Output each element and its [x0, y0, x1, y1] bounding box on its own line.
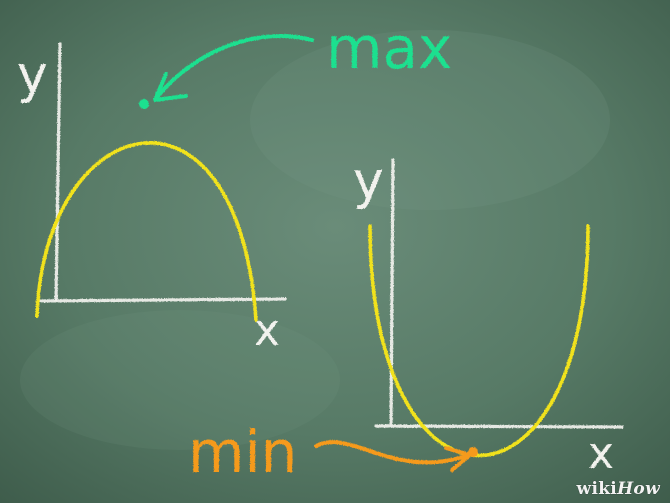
left-graph: y x [17, 42, 287, 356]
watermark-how: How [617, 479, 660, 499]
min-arrow-shaft [314, 440, 468, 465]
left-y-label: y [17, 45, 48, 105]
left-parabola [35, 141, 258, 322]
right-x-label: x [588, 428, 614, 479]
min-arrow-head [444, 446, 472, 472]
watermark-wiki: wiki [576, 479, 618, 499]
smudge [250, 30, 610, 210]
max-arrow-shaft [156, 34, 314, 98]
right-parabola [368, 224, 590, 458]
wikihow-watermark: wikiHow [577, 479, 660, 499]
left-x-label: x [254, 305, 280, 356]
right-x-axis [374, 424, 624, 429]
right-y-label: y [353, 151, 384, 211]
max-annotation: max [139, 14, 452, 109]
left-x-axis [36, 297, 287, 303]
right-graph: y x [353, 151, 624, 479]
smudge [20, 310, 340, 450]
min-annotation: min [188, 418, 478, 486]
max-arrow-head [153, 72, 188, 102]
max-point [139, 99, 149, 109]
right-y-axis [389, 158, 395, 426]
max-label: max [326, 14, 452, 82]
left-y-axis [54, 42, 62, 302]
min-label: min [188, 418, 297, 486]
